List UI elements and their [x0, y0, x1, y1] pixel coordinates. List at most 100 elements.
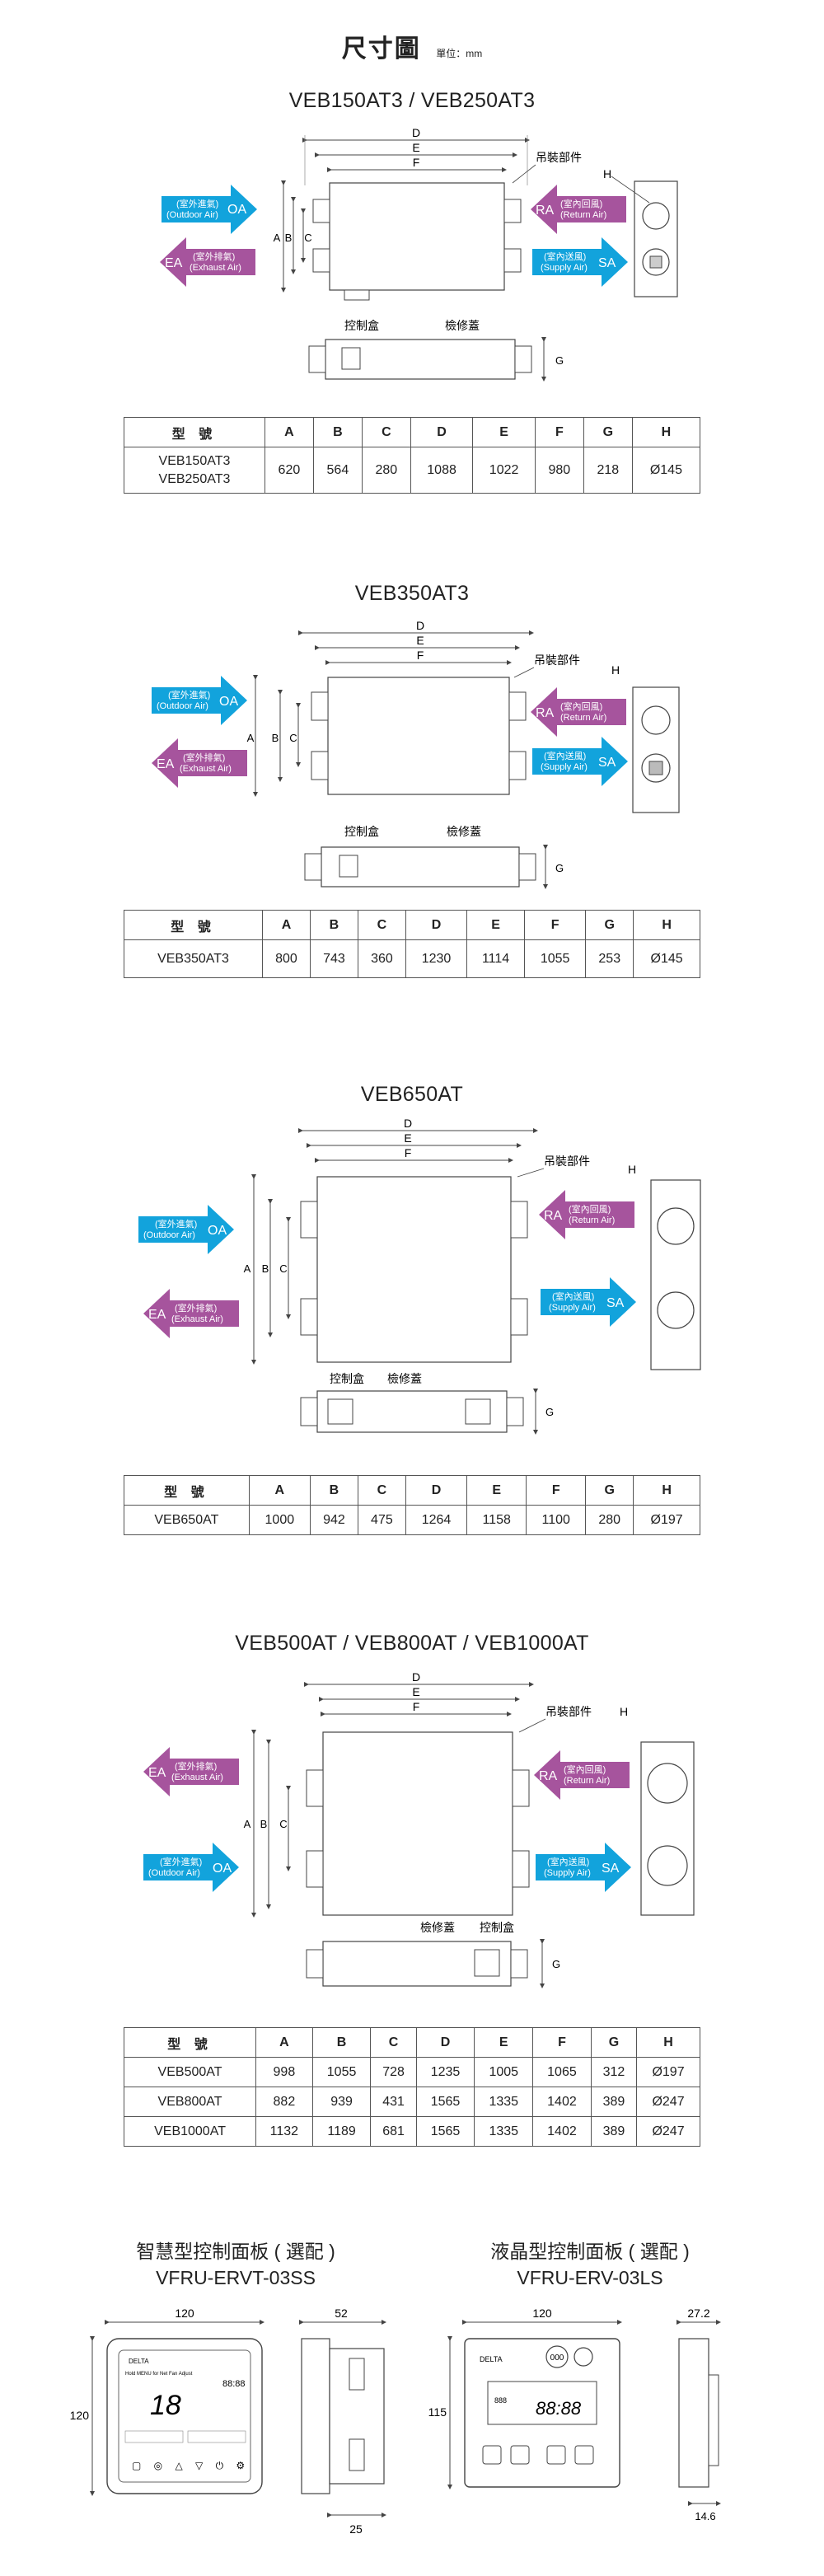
cell-e: 1022 — [472, 447, 536, 494]
dim-b: B — [260, 1818, 268, 1830]
ea-cn: (室外排氣) — [193, 251, 235, 262]
model-cell: VEB650AT — [124, 1505, 250, 1535]
dim-d: D — [412, 126, 420, 139]
cell-h: Ø145 — [633, 939, 700, 978]
cell-d: 1565 — [415, 2116, 475, 2147]
dim-h: H — [611, 663, 620, 677]
dial-label: 000 — [550, 2354, 564, 2363]
oa-cn: (室外進氣) — [155, 1218, 197, 1229]
col-f: F — [534, 417, 584, 447]
cell-g: 218 — [583, 447, 633, 494]
col-h: H — [636, 2027, 700, 2058]
panel-lcd-drawing: 120 115 DELTA 000 888 88:88 27.2 14.6 — [428, 2307, 721, 2522]
dim-f: F — [405, 1146, 412, 1159]
hanger-label: 吊裝部件 — [536, 151, 582, 164]
dim-f: F — [413, 156, 420, 169]
col-h: H — [633, 910, 700, 940]
col-g: G — [590, 2027, 638, 2058]
ea-en: (Exhaust Air) — [180, 764, 232, 774]
panel-title-line1: 液晶型控制面板 ( 選配 ) — [490, 2241, 690, 2262]
model-cell: VEB350AT3 — [124, 939, 263, 978]
ra-en: (Return Air) — [569, 1215, 615, 1225]
model-line: VEB250AT3 — [158, 471, 231, 486]
table-row: VEB800AT 882 939 431 1565 1335 1402 389 … — [123, 2087, 700, 2117]
col-model: 型 號 — [124, 1475, 250, 1506]
cell-f: 1100 — [526, 1505, 587, 1535]
lcd-panel-side — [678, 2338, 709, 2488]
sa-arrow — [532, 737, 628, 786]
dim-a: A — [274, 232, 281, 244]
panel-title-line1: 智慧型控制面板 ( 選配 ) — [136, 2241, 335, 2262]
cell-e: 1005 — [474, 2057, 534, 2087]
cell-c: 681 — [370, 2116, 417, 2147]
model-cell: VEB500AT — [123, 2057, 257, 2087]
dim-d: D — [412, 1670, 420, 1684]
dim-h: H — [628, 1163, 636, 1176]
page-title: 尺寸圖 — [341, 35, 421, 63]
ra-arrow — [534, 1750, 630, 1800]
section-veb500-800-1000: VEB500AT / VEB800AT / VEB1000AT — [0, 1632, 824, 1656]
table-header-row: 型 號 A B C D E F G H — [124, 1475, 700, 1506]
cell-c: 360 — [357, 939, 406, 978]
spec-table-veb350: 型 號 A B C D E F G H VEB350AT3 800 743 36… — [124, 910, 700, 978]
inspection-label: 檢修蓋 — [387, 1372, 422, 1385]
oa-arrow — [138, 1205, 234, 1254]
ra-arrow — [531, 185, 626, 234]
sa-code: SA — [602, 1862, 620, 1876]
col-g: G — [583, 417, 633, 447]
oa-en: (Outdoor Air) — [166, 210, 218, 220]
cell-a: 620 — [264, 447, 314, 494]
panel-title-smart: 智慧型控制面板 ( 選配 ) VFRU-ERVT-03SS — [46, 2238, 425, 2291]
control-box-label: 控制盒 — [480, 1921, 514, 1934]
col-e: E — [466, 910, 526, 940]
page-header: 尺寸圖 單位：mm — [0, 28, 824, 64]
table-row: VEB650AT 1000 942 475 1264 1158 1100 280… — [124, 1505, 700, 1535]
dim-c: C — [279, 1818, 287, 1830]
ra-en: (Return Air) — [560, 713, 606, 723]
smart-panel-side — [301, 2338, 330, 2494]
col-d: D — [415, 2027, 475, 2058]
dim-b: B — [285, 232, 293, 244]
oa-code: OA — [219, 695, 238, 709]
dim-f: F — [413, 1700, 420, 1713]
sa-cn: (室內送風) — [547, 1856, 589, 1867]
screen-main: 18 — [150, 2390, 181, 2421]
cell-a: 882 — [255, 2087, 313, 2117]
panel-width: 120 — [175, 2307, 194, 2320]
model-cell: VEB150AT3 VEB250AT3 — [124, 447, 265, 494]
ea-arrow — [143, 1747, 239, 1796]
screen-small: 88:88 — [222, 2379, 246, 2389]
col-model: 型 號 — [124, 910, 263, 940]
col-b: B — [309, 1475, 358, 1506]
oa-code: OA — [213, 1862, 232, 1876]
dim-c: C — [289, 732, 297, 744]
dim-a: A — [244, 1818, 251, 1830]
table-row: VEB350AT3 800 743 360 1230 1114 1055 253… — [124, 939, 700, 978]
ea-cn: (室外排氣) — [175, 1302, 217, 1314]
section-veb150-250: VEB150AT3 / VEB250AT3 — [0, 89, 824, 113]
panel-base: 25 — [349, 2522, 363, 2536]
cell-d: 1088 — [410, 447, 474, 494]
cell-f: 1065 — [532, 2057, 592, 2087]
dim-b: B — [272, 732, 279, 744]
cell-f: 1402 — [532, 2087, 592, 2117]
ra-code: RA — [544, 1209, 563, 1223]
screen-main: 88:88 — [536, 2398, 582, 2419]
panel-title-line2: VFRU-ERVT-03SS — [156, 2267, 316, 2288]
hanger-label: 吊裝部件 — [545, 1705, 592, 1718]
panel-base: 14.6 — [695, 2510, 715, 2522]
cell-a: 998 — [255, 2057, 313, 2087]
sa-en: (Supply Air) — [544, 1868, 591, 1878]
col-f: F — [532, 2027, 592, 2058]
oa-code: OA — [227, 203, 246, 217]
cell-b: 1189 — [311, 2116, 372, 2147]
panel-depth: 27.2 — [687, 2307, 709, 2320]
dim-e: E — [416, 634, 424, 647]
dim-e: E — [412, 1685, 419, 1698]
oa-code: OA — [208, 1224, 227, 1238]
cell-b: 743 — [309, 939, 358, 978]
cell-e: 1158 — [466, 1505, 527, 1535]
panel-title-line2: VFRU-ERV-03LS — [517, 2267, 663, 2288]
table-header-row: 型 號 A B C D E F G H — [124, 417, 701, 447]
section-veb350: VEB350AT3 — [0, 582, 824, 606]
